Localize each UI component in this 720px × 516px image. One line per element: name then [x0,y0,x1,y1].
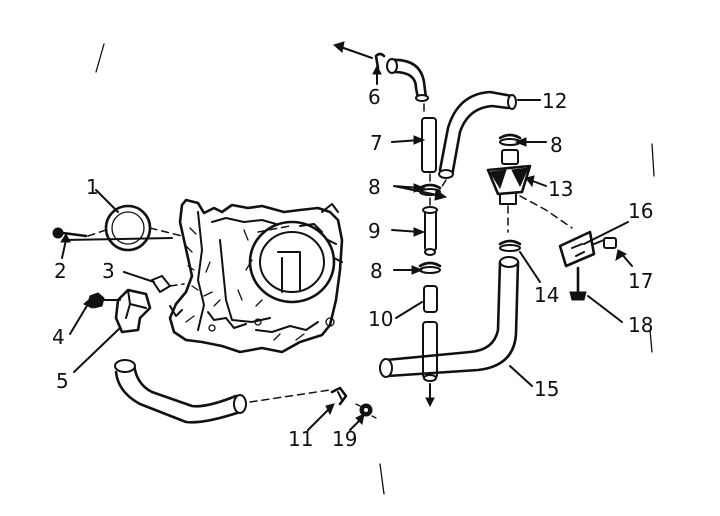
part-19-nut [355,403,377,419]
callout-15: 15 [534,377,559,401]
callout-2: 2 [54,259,67,283]
callout-7: 7 [370,131,383,155]
callout-4: 4 [52,325,65,349]
part-3-gasket [151,275,185,293]
scan-marks [95,43,655,495]
callout-5: 5 [56,369,69,393]
callout-1: 1 [86,175,99,199]
callout-13: 13 [548,177,573,201]
callout-8-a: 8 [368,175,381,199]
part-13-valve [486,149,573,233]
callout-17: 17 [628,269,653,293]
lower-left-hose [114,359,331,424]
part-11-clip [330,386,348,406]
callout-6: 6 [368,85,381,109]
part-17-clip [593,237,617,249]
callout-16: 16 [628,199,653,223]
callout-8-c: 8 [550,133,563,157]
callout-9: 9 [368,219,381,243]
part-9-fitting [422,197,438,256]
callout-12: 12 [542,89,567,113]
leader-lines [60,99,633,431]
part-16-bracket [558,230,596,268]
part-2-screw [52,227,107,239]
part-18-bolt [569,266,587,301]
callout-labels: 1 2 3 4 5 6 7 8 8 8 9 10 11 12 13 14 15 … [52,85,653,451]
callout-11: 11 [288,427,313,451]
part-15-hose [379,256,520,378]
callout-19: 19 [332,427,357,451]
callout-10: 10 [368,307,393,331]
callout-18: 18 [628,313,653,337]
part-7-hose [421,117,437,183]
callout-8-b: 8 [370,259,383,283]
part-6-top-hose [332,41,429,117]
part-10-hose [422,285,438,408]
part-5-clamp [114,288,152,334]
callout-14: 14 [534,283,559,307]
pump-housing [168,198,344,354]
part-4-nut [87,292,121,309]
part-1-cover [104,204,183,252]
callout-3: 3 [102,259,115,283]
